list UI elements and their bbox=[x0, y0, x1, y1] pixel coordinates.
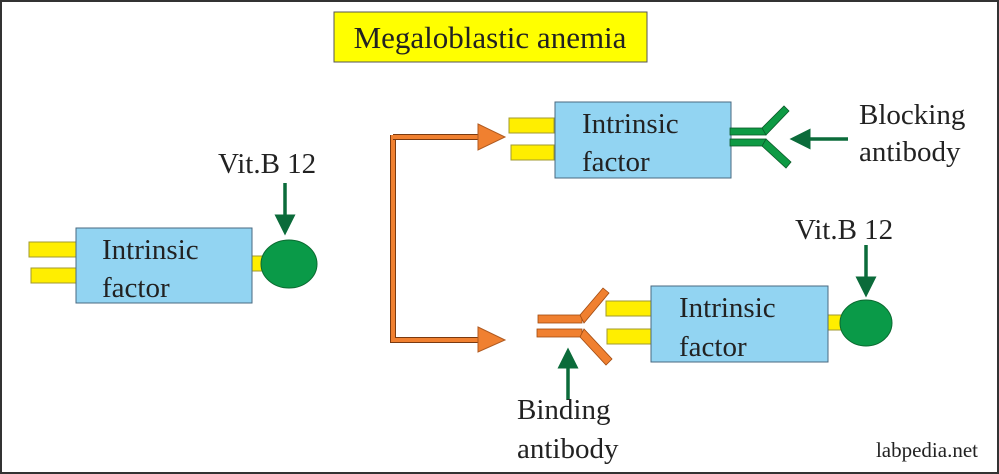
bottom-complex: Intrinsic factor Vit.B 12 Binding antibo… bbox=[517, 214, 893, 465]
vitamin-b12-label: Vit.B 12 bbox=[218, 148, 316, 180]
binding-antibody-label: Binding bbox=[517, 394, 610, 426]
title-box: Megaloblastic anemia bbox=[333, 11, 648, 63]
arrowhead-icon bbox=[477, 123, 507, 151]
title-text: Megaloblastic anemia bbox=[354, 20, 627, 55]
left-complex: Intrinsic factor Vit.B 12 bbox=[28, 148, 318, 304]
vitamin-b12-label: Vit.B 12 bbox=[795, 214, 893, 246]
receptor-stub bbox=[605, 300, 652, 317]
intrinsic-factor-label: Intrinsic bbox=[102, 234, 199, 266]
binding-antibody-label: antibody bbox=[517, 433, 619, 465]
intrinsic-factor-box bbox=[650, 285, 829, 363]
flow-arrows bbox=[390, 123, 507, 353]
vitamin-b12-icon bbox=[839, 299, 893, 347]
intrinsic-factor-label: Intrinsic bbox=[582, 108, 679, 140]
receptor-stub bbox=[510, 144, 555, 161]
receptor-stub bbox=[606, 328, 652, 345]
binding-antibody-icon bbox=[536, 287, 613, 366]
intrinsic-factor-label: factor bbox=[582, 146, 650, 178]
blocking-antibody-label: antibody bbox=[859, 136, 961, 168]
top-complex: Intrinsic factor Blocking antibody bbox=[508, 99, 965, 179]
vitamin-b12-icon bbox=[260, 239, 318, 289]
intrinsic-factor-label: factor bbox=[679, 331, 747, 363]
receptor-stub bbox=[30, 267, 78, 284]
blocking-antibody-label: Blocking bbox=[859, 99, 965, 131]
receptor-stub bbox=[508, 117, 555, 134]
receptor-stub bbox=[28, 241, 78, 258]
intrinsic-factor-label: Intrinsic bbox=[679, 292, 776, 324]
intrinsic-factor-box bbox=[75, 227, 253, 304]
intrinsic-factor-label: factor bbox=[102, 272, 170, 304]
arrowhead-icon bbox=[477, 326, 507, 353]
intrinsic-factor-box bbox=[554, 101, 732, 179]
watermark: labpedia.net bbox=[876, 438, 978, 462]
blocking-antibody-icon bbox=[729, 105, 792, 169]
